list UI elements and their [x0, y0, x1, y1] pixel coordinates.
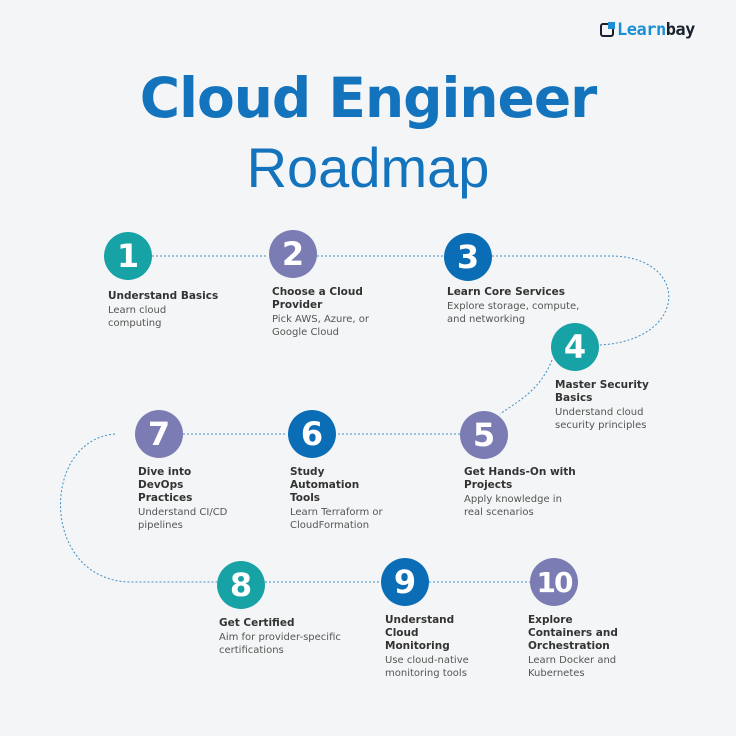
step-2-label: Choose a Cloud Provider Pick AWS, Azure,…: [272, 286, 372, 339]
connector-3-4: [492, 255, 670, 346]
step-9-number-badge: 9: [381, 558, 429, 606]
step-7-label: Dive into DevOps Practices Understand CI…: [138, 466, 238, 532]
step-10-description: Learn Docker and Kubernetes: [528, 655, 617, 679]
step-6-number-badge: 6: [288, 410, 336, 458]
step-2-number-badge: 2: [269, 230, 317, 278]
logo-text: Learnbay: [617, 20, 695, 40]
logo-text-learn: Learn: [617, 20, 666, 40]
step-8-label: Get Certified Aim for provider-specific …: [219, 617, 349, 657]
step-10-number-badge: 10: [530, 558, 578, 606]
step-3-label: Learn Core Services Explore storage, com…: [447, 286, 587, 326]
connector-4-5: [499, 359, 553, 415]
step-4-description: Understand cloud security principles: [555, 407, 647, 431]
step-8-title: Get Certified: [219, 617, 295, 629]
step-5-number-badge: 5: [460, 411, 508, 459]
step-7-title: Dive into DevOps Practices: [138, 466, 193, 504]
step-1-description: Learn cloud computing: [108, 305, 167, 329]
step-4-title: Master Security Basics: [555, 379, 649, 404]
title-line-2: Roadmap: [246, 136, 490, 199]
step-7-description: Understand CI/CD pipelines: [138, 507, 228, 531]
step-6-description: Learn Terraform or CloudFormation: [290, 507, 383, 531]
step-6-title: Study Automation Tools: [290, 466, 360, 504]
step-2-description: Pick AWS, Azure, or Google Cloud: [272, 314, 370, 338]
logo-text-bay: bay: [665, 20, 696, 40]
learnbay-logo: Learnbay: [600, 20, 695, 40]
step-4-number-badge: 4: [551, 323, 599, 371]
step-10-label: Explore Containers and Orchestration Lea…: [528, 614, 638, 680]
connector-7-8: [60, 433, 217, 583]
step-3-number-badge: 3: [444, 233, 492, 281]
step-6-label: Study Automation Tools Learn Terraform o…: [290, 466, 390, 532]
step-1-label: Understand Basics Learn cloud computing: [108, 290, 258, 330]
step-8-description: Aim for provider-specific certifications: [219, 632, 341, 656]
step-9-description: Use cloud-native monitoring tools: [385, 655, 469, 679]
step-7-number-badge: 7: [135, 410, 183, 458]
step-1-number-badge: 1: [104, 232, 152, 280]
step-2-title: Choose a Cloud Provider: [272, 286, 363, 311]
step-4-label: Master Security Basics Understand cloud …: [555, 379, 650, 432]
step-9-label: Understand Cloud Monitoring Use cloud-na…: [385, 614, 485, 680]
learnbay-logo-icon: [600, 22, 615, 37]
step-5-label: Get Hands-On with Projects Apply knowled…: [464, 466, 584, 519]
step-5-title: Get Hands-On with Projects: [464, 466, 576, 491]
step-3-description: Explore storage, compute, and networking: [447, 301, 580, 325]
step-5-description: Apply knowledge in real scenarios: [464, 494, 562, 518]
step-3-title: Learn Core Services: [447, 286, 565, 298]
title-line-1: Cloud Engineer: [139, 66, 598, 130]
step-10-title: Explore Containers and Orchestration: [528, 614, 618, 652]
step-9-title: Understand Cloud Monitoring: [385, 614, 455, 652]
step-8-number-badge: 8: [217, 561, 265, 609]
step-1-title: Understand Basics: [108, 290, 219, 302]
